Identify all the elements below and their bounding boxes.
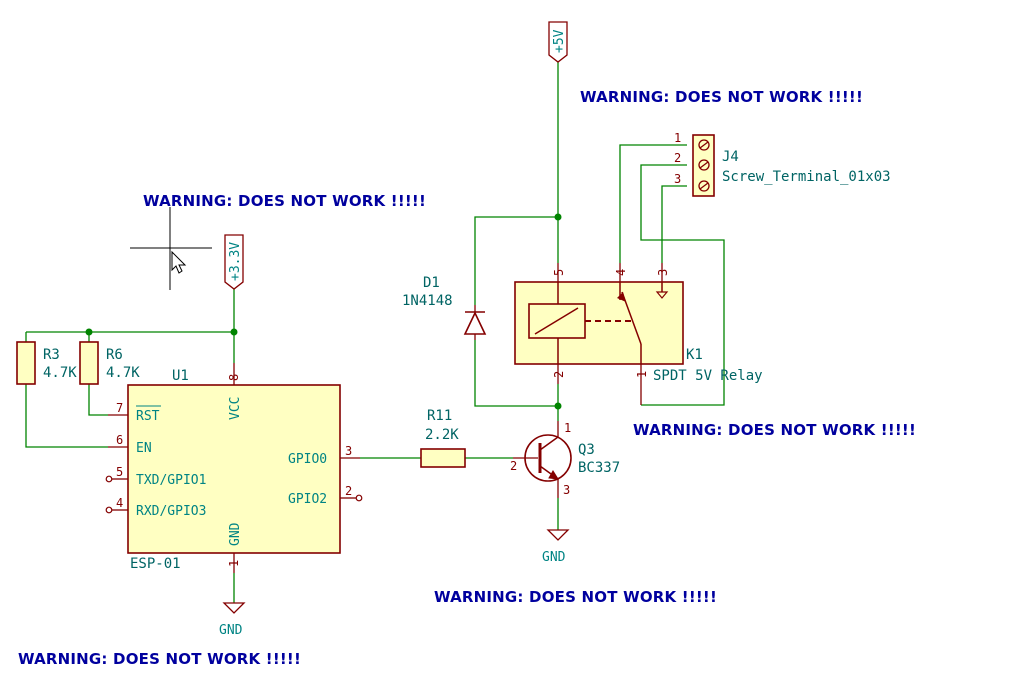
- power-label-5v: +5V: [552, 29, 567, 53]
- pin-name-gpio0: GPIO0: [288, 452, 327, 467]
- pin-num-txd: 5: [116, 465, 123, 479]
- q3-pin-3: 3: [563, 483, 570, 497]
- nc-marker-txd: [105, 475, 113, 483]
- d1-value: 1N4148: [402, 293, 453, 309]
- k1-pin-2: 2: [552, 371, 566, 378]
- pin-name-gpio2: GPIO2: [288, 492, 327, 507]
- junction-5v: [554, 213, 562, 221]
- u1-value: ESP-01: [130, 556, 181, 572]
- pin-num-rxd: 4: [116, 496, 123, 510]
- j4-value: Screw_Terminal_01x03: [722, 169, 891, 185]
- pin-num-gnd: 1: [227, 560, 241, 567]
- q3-value: BC337: [578, 460, 620, 476]
- k1-ref: K1: [686, 347, 703, 363]
- warning-top-right: WARNING: DOES NOT WORK !!!!!: [580, 88, 863, 106]
- transistor-q3[interactable]: 1 2 3 Q3 BC337: [510, 421, 620, 498]
- q3-pin-1: 1: [564, 421, 571, 435]
- pin-num-gpio2: 2: [345, 484, 352, 498]
- d1-ref: D1: [423, 275, 440, 291]
- power-flag-5v[interactable]: +5V: [548, 21, 568, 63]
- r11-ref: R11: [427, 408, 452, 424]
- pin-name-vcc: VCC: [228, 397, 243, 420]
- relay-k1[interactable]: 2 5 4 3 1 K1 SPDT 5V Relay: [514, 263, 763, 405]
- q3-pin-2: 2: [510, 459, 517, 473]
- pin-name-rxd: RXD/GPIO3: [136, 504, 206, 519]
- warning-relay: WARNING: DOES NOT WORK !!!!!: [633, 421, 916, 439]
- k1-pin-3: 3: [656, 269, 670, 276]
- r3-value: 4.7K: [43, 365, 77, 381]
- pin-name-rst: RST: [136, 409, 160, 424]
- warning-left: WARNING: DOES NOT WORK !!!!!: [143, 192, 426, 210]
- pin-name-en: EN: [136, 441, 152, 456]
- junction-3v3: [230, 328, 238, 336]
- crosshair-cursor: [130, 207, 212, 290]
- warning-bottom-left: WARNING: DOES NOT WORK !!!!!: [18, 650, 301, 668]
- pin-num-rst: 7: [116, 401, 123, 415]
- junction-r6: [85, 328, 93, 336]
- j4-pin-2: 2: [674, 151, 681, 165]
- k1-value: SPDT 5V Relay: [653, 368, 763, 384]
- j4-pin-1: 1: [674, 131, 681, 145]
- k1-pin-4: 4: [614, 269, 628, 276]
- j4-ref: J4: [722, 149, 739, 165]
- u1-ref: U1: [172, 368, 189, 384]
- gnd-symbol-u1[interactable]: GND: [219, 602, 246, 638]
- gnd-symbol-q3[interactable]: GND: [542, 529, 570, 565]
- pin-name-txd: TXD/GPIO1: [136, 473, 206, 488]
- warning-bottom-center: WARNING: DOES NOT WORK !!!!!: [434, 588, 717, 606]
- r3-ref: R3: [43, 347, 60, 363]
- screw-terminal-j4[interactable]: 1 2 3 J4 Screw_Terminal_01x03: [674, 131, 891, 197]
- gnd-label-q3: GND: [542, 550, 566, 565]
- mouse-pointer-icon: [171, 250, 187, 274]
- pin-name-gnd: GND: [228, 522, 243, 546]
- r6-value: 4.7K: [106, 365, 140, 381]
- nc-marker-rxd: [105, 506, 113, 514]
- q3-ref: Q3: [578, 442, 595, 458]
- gnd-label-u1: GND: [219, 623, 243, 638]
- k1-pin-5: 5: [552, 269, 566, 276]
- diode-d1[interactable]: D1 1N4148: [402, 275, 487, 340]
- resistor-r3[interactable]: R3 4.7K: [16, 341, 77, 385]
- power-label-3v3: +3.3V: [228, 242, 243, 281]
- esp01-module-u1[interactable]: U1 ESP-01 7 6 5 4 RST EN TXD/GPIO1 RXD/G…: [105, 363, 363, 573]
- pin-num-en: 6: [116, 433, 123, 447]
- power-flag-3v3[interactable]: +3.3V: [224, 234, 244, 290]
- resistor-r11[interactable]: R11 2.2K: [420, 408, 466, 468]
- k1-pin-1: 1: [635, 371, 649, 378]
- j4-pin-3: 3: [674, 172, 681, 186]
- resistor-r6[interactable]: R6 4.7K: [79, 341, 140, 385]
- nc-marker-gpio2: [355, 494, 363, 502]
- pin-num-gpio0: 3: [345, 444, 352, 458]
- r6-ref: R6: [106, 347, 123, 363]
- junction-collector: [554, 402, 562, 410]
- r11-value: 2.2K: [425, 427, 459, 443]
- pin-num-vcc: 8: [227, 374, 241, 381]
- wires: [25, 62, 725, 603]
